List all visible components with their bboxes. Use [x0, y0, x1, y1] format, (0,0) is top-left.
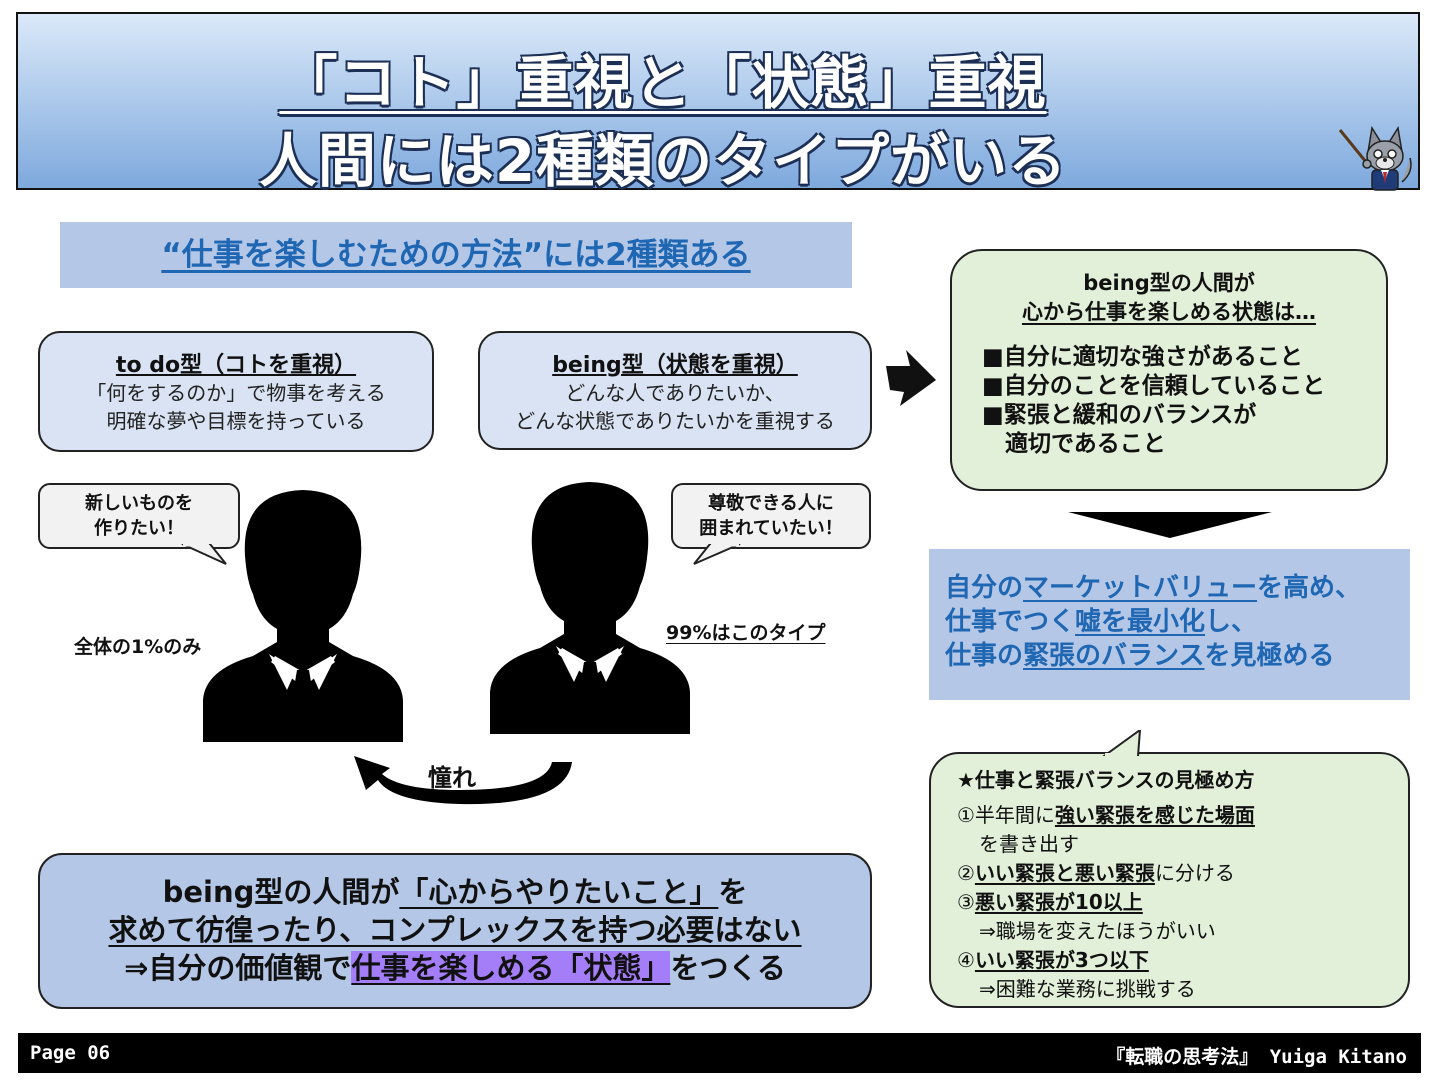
tension-balance-box: ★仕事と緊張バランスの見極め方 ①半年間に強い緊張を感じた場面 を書き出す ②い… [929, 752, 1410, 1008]
tension-step-1-b: 強い緊張を感じた場面 [1054, 803, 1255, 827]
conclusion-line1-c: を [718, 875, 748, 909]
conclusion-line1-a: being型の人間が [162, 875, 400, 909]
businessman-icon-right [490, 482, 690, 734]
book-credit: 『転職の思考法』 Yuiga Kitano [1106, 1046, 1407, 1068]
left-bubble-tail [181, 544, 227, 565]
being-type-box: being型（状態を重視） どんな人でありたいか、 どんな状態でありたいかを重視… [478, 331, 872, 450]
conclusion-line3-a: ⇒自分の価値観で [124, 951, 352, 985]
market-line3-c: を見極める [1204, 641, 1335, 671]
left-person-caption: 全体の1%のみ [74, 636, 202, 658]
left-bubble-line1: 新しいものを [85, 493, 193, 514]
wolf-teacher-icon [1338, 125, 1412, 191]
page-title-line1: 「コト」重視と「状態」重視 [279, 49, 1047, 117]
methods-banner-text: “仕事を楽しむための方法”には2種類ある [161, 237, 751, 273]
being-state-list: ■自分に適切な強さがあること ■自分のことを信頼していること ■緊張と緩和のバラ… [982, 343, 1386, 459]
conclusion-line1-b: 「心からやりたいこと」 [399, 875, 719, 909]
methods-banner: “仕事を楽しむための方法”には2種類ある [60, 222, 852, 288]
tension-title: ★仕事と緊張バランスの見極め方 [957, 768, 1255, 792]
being-state-title: being型の人間が 心から仕事を楽しめる状態は… [952, 269, 1386, 327]
tension-step-3: ③悪い緊張が10以上 [957, 888, 1408, 917]
todo-type-title: to do型（コトを重視） [115, 353, 357, 378]
tension-step-2-b: いい緊張と悪い緊張 [974, 861, 1155, 885]
tension-step-4-b: いい緊張が3つ以下 [974, 948, 1149, 972]
todo-type-line2: 明確な夢や目標を持っている [106, 409, 366, 433]
curved-arrow-icon [354, 756, 572, 805]
left-bubble-line2: 作りたい！ [94, 518, 184, 539]
being-state-item: 適切であること [982, 431, 1166, 457]
tension-step-3-a: ③ [957, 890, 975, 914]
market-line1-a: 自分の [945, 573, 1024, 603]
tension-steps: ①半年間に強い緊張を感じた場面 を書き出す ②いい緊張と悪い緊張に分ける ③悪い… [957, 801, 1408, 1004]
admiration-label: 憧れ [428, 764, 476, 792]
businessman-icon-left [203, 490, 403, 742]
right-bubble-line1: 尊敬できる人に [708, 493, 834, 514]
market-line1-c: を高め、 [1257, 573, 1362, 603]
conclusion-line3-highlight: 仕事を楽しめる「状態」 [351, 951, 671, 985]
tension-step-3-b: 悪い緊張が10以上 [974, 890, 1143, 914]
tension-step-4-a: ④ [957, 948, 975, 972]
right-arrow-icon [886, 350, 936, 406]
todo-type-box: to do型（コトを重視） 「何をするのか」で物事を考える 明確な夢や目標を持っ… [38, 331, 434, 452]
conclusion-line3-c: をつくる [670, 951, 786, 985]
tension-step-4-c: ⇒困難な業務に挑戦する [979, 977, 1196, 1001]
being-state-item: ■自分のことを信頼していること [982, 373, 1326, 399]
right-bubble-line2: 囲まれていたい！ [699, 518, 843, 539]
down-triangle-icon [1068, 512, 1272, 538]
being-type-title: being型（状態を重視） [552, 353, 798, 378]
being-state-item: ■緊張と緩和のバランスが [982, 402, 1257, 428]
market-value-box: 自分のマーケットバリューを高め、 仕事でつく嘘を最小化し、 仕事の緊張のバランス… [929, 549, 1410, 700]
market-line2-c: し、 [1205, 607, 1258, 637]
tension-step-4: ④いい緊張が3つ以下 [957, 946, 1408, 975]
conclusion-line3: ⇒自分の価値観で仕事を楽しめる「状態」をつくる [40, 949, 870, 987]
conclusion-box: being型の人間が「心からやりたいこと」を 求めて彷徨ったり、コンプレックスを… [38, 853, 872, 1009]
conclusion-line1: being型の人間が「心からやりたいこと」を [40, 873, 870, 911]
market-line2-a: 仕事でつく [945, 607, 1076, 637]
market-line1: 自分のマーケットバリューを高め、 [945, 571, 1410, 605]
header-banner: 「コト」重視と「状態」重視 人間には2種類のタイプがいる [16, 12, 1420, 195]
being-type-line1: どんな人でありたいか、 [565, 381, 785, 405]
page-number: Page 06 [30, 1042, 111, 1064]
market-line3-a: 仕事の [945, 641, 1024, 671]
conclusion-line2: 求めて彷徨ったり、コンプレックスを持つ必要はない [108, 913, 802, 947]
tension-step-1-a: ①半年間に [957, 803, 1055, 827]
being-state-title-line1: being型の人間が [1083, 271, 1255, 295]
market-line3-b: 緊張のバランス [1023, 641, 1205, 671]
market-line2: 仕事でつく嘘を最小化し、 [945, 605, 1410, 639]
being-state-title-line2: 心から仕事を楽しめる状態は… [1022, 300, 1316, 324]
being-state-item: ■自分に適切な強さがあること [982, 344, 1303, 370]
page-title-line2: 人間には2種類のタイプがいる [258, 127, 1068, 195]
right-bubble-tail [693, 544, 741, 565]
market-line2-b: 嘘を最小化 [1075, 607, 1206, 637]
tension-step-1-c: を書き出す [979, 832, 1079, 856]
market-line1-b: マーケットバリュー [1023, 573, 1258, 603]
being-state-box: being型の人間が 心から仕事を楽しめる状態は… ■自分に適切な強さがあること… [950, 249, 1388, 491]
market-line3: 仕事の緊張のバランスを見極める [945, 639, 1410, 673]
tension-step-2-a: ② [957, 861, 975, 885]
tension-step-1: ①半年間に強い緊張を感じた場面 [957, 801, 1408, 830]
footer-bar: Page 06 『転職の思考法』 Yuiga Kitano [18, 1033, 1421, 1073]
left-speech-bubble: 新しいものを 作りたい！ [38, 483, 240, 549]
tension-box-tail [1102, 730, 1142, 756]
being-type-line2: どんな状態でありたいかを重視する [515, 409, 835, 433]
tension-step-3-c: ⇒職場を変えたほうがいい [979, 919, 1216, 943]
tension-step-2: ②いい緊張と悪い緊張に分ける [957, 859, 1408, 888]
tension-step-2-c: に分ける [1154, 861, 1235, 885]
right-person-caption: 99%はこのタイプ [666, 622, 826, 644]
right-speech-bubble: 尊敬できる人に 囲まれていたい！ [671, 483, 871, 549]
todo-type-line1: 「何をするのか」で物事を考える [86, 381, 386, 405]
